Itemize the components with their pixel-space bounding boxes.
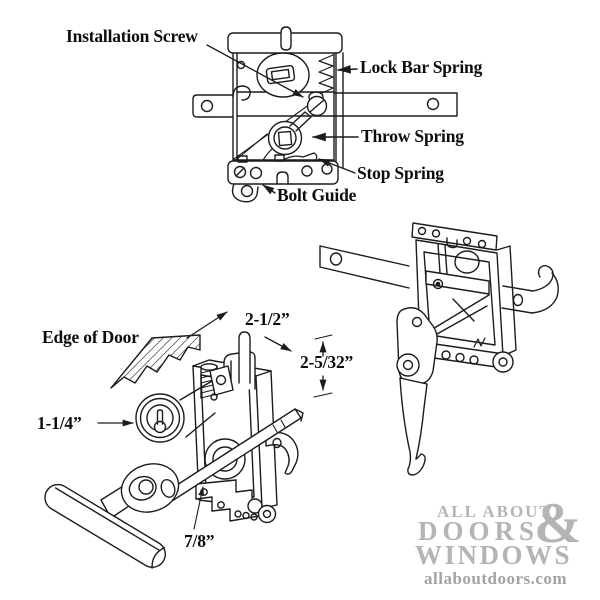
- latch-assembly-drawing: [319, 222, 559, 476]
- cylinder-barrel: [179, 380, 216, 438]
- watermark-line3: WINDOWS: [415, 540, 573, 570]
- installation-screw-leader: [206, 44, 304, 98]
- callout-lines: [97, 44, 359, 530]
- exploded-lock-drawing: [44, 331, 304, 569]
- dim-width-line-left: [186, 311, 228, 339]
- lock-mechanism-drawing: [192, 26, 458, 203]
- latch-spindle-hole: [454, 250, 480, 274]
- lock-bar-spring-coil: [318, 54, 334, 95]
- label-dimension-cylinder: 1-1/4”: [37, 413, 82, 433]
- watermark-line2: DOORS: [418, 516, 540, 546]
- bolt-guide-arrow: [262, 184, 276, 195]
- lock-pin: [238, 331, 251, 384]
- latch-keeper: [501, 285, 534, 314]
- stop-spring-arrow: [318, 158, 356, 174]
- label-lock-bar-spring: Lock Bar Spring: [360, 57, 483, 77]
- exploded-keeper: [265, 431, 299, 475]
- label-installation-screw: Installation Screw: [66, 26, 198, 46]
- label-throw-spring: Throw Spring: [361, 126, 464, 146]
- label-dimension-spindle: 7/8”: [184, 531, 215, 551]
- watermark-ampersand: &: [534, 492, 582, 555]
- label-stop-spring: Stop Spring: [357, 163, 444, 183]
- watermark-website: allaboutdoors.com: [424, 569, 568, 588]
- latch-handle-arm: [399, 377, 428, 476]
- label-edge-of-door: Edge of Door: [42, 327, 139, 347]
- label-dimension-height: 2-5/32”: [300, 352, 354, 372]
- lock-bar-spring-arrow: [337, 65, 358, 74]
- label-bolt-guide: Bolt Guide: [277, 185, 357, 205]
- dim-spindle-leader: [193, 486, 205, 530]
- watermark-line1: ALL ABOUT: [437, 502, 553, 521]
- keyhole: [153, 420, 167, 434]
- escutcheon: [120, 463, 180, 513]
- exploded-cam: [204, 438, 246, 480]
- dim-width-line-right: [264, 336, 292, 352]
- lock-cylinder: [135, 393, 185, 443]
- latch-bar: [319, 245, 410, 289]
- bolt-guide-part: [231, 183, 259, 203]
- lock-cam: [256, 52, 310, 98]
- latch-slide-bar: [425, 270, 490, 295]
- latch-top-flange: [411, 222, 498, 251]
- lock-bar-left: [192, 94, 234, 118]
- t-handle: [44, 483, 166, 569]
- lock-bar-right: [333, 92, 458, 117]
- label-dimension-width: 2-1/2”: [245, 309, 290, 329]
